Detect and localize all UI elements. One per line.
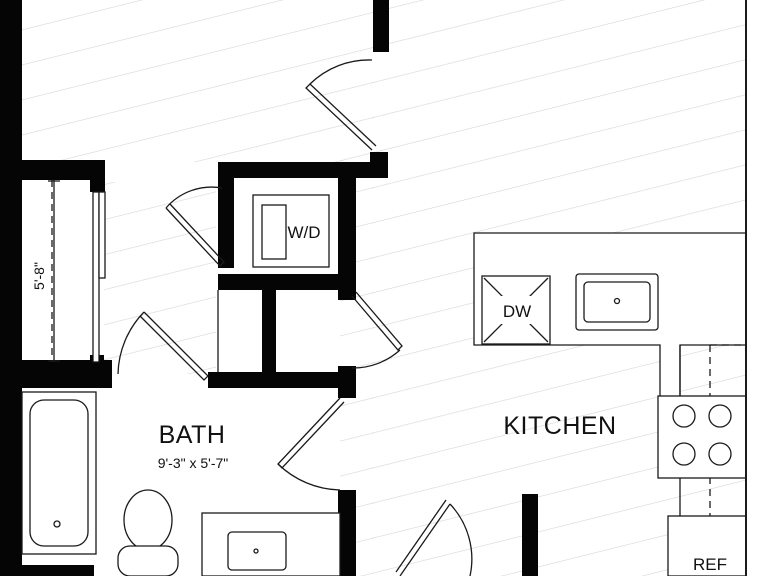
cooktop xyxy=(657,395,747,479)
closet-door-right xyxy=(98,191,106,279)
wall-left-exterior xyxy=(0,0,22,576)
wall-wd-top xyxy=(218,162,388,178)
bath-side-door[interactable] xyxy=(277,397,345,491)
wall-closet-top-stub xyxy=(90,160,105,192)
closet: 5'-8" xyxy=(31,180,106,363)
dishwasher-label: DW xyxy=(503,302,531,321)
washer-dryer-closet: W/D xyxy=(165,186,330,268)
wall-linen-divider xyxy=(262,280,276,376)
wall-wd-right xyxy=(338,162,356,300)
kitchen-room-label: KITCHEN xyxy=(503,412,616,440)
walls xyxy=(0,0,538,576)
wd-door-swing xyxy=(165,186,223,209)
kitchen-island: DW xyxy=(473,232,747,401)
washer-dryer-label: W/D xyxy=(287,223,320,242)
entry-door[interactable] xyxy=(305,59,377,151)
wall-bath-right xyxy=(338,490,356,576)
wall-top-stub xyxy=(373,0,389,52)
bath-door[interactable] xyxy=(117,311,209,381)
bath-dimensions-label: 9'-3" x 5'-7" xyxy=(158,455,229,471)
closet-dimension-label: 5'-8" xyxy=(31,262,47,290)
burner-1 xyxy=(672,404,696,428)
bath-room-label: BATH xyxy=(159,421,226,449)
range-area: REF xyxy=(657,344,747,576)
burner-3 xyxy=(672,442,696,466)
burner-4 xyxy=(708,442,732,466)
wall-closet-top xyxy=(0,160,105,180)
closet-door-left xyxy=(92,191,100,363)
wall-closet-bottom-stub xyxy=(90,355,104,387)
hall-closet-doors[interactable] xyxy=(217,290,403,372)
refrigerator-label: REF xyxy=(693,555,727,574)
bathtub-basin xyxy=(29,399,89,547)
burner-2 xyxy=(708,404,732,428)
kitchen-door[interactable] xyxy=(395,499,473,576)
wall-kitchen-stub xyxy=(522,494,538,576)
wall-wd-left xyxy=(218,162,234,268)
bath-fixtures xyxy=(21,391,341,576)
bathtub-drain xyxy=(53,520,61,528)
wall-wd-bottom xyxy=(218,274,356,290)
wall-bath-bottom-left xyxy=(22,565,94,576)
wall-bath-top xyxy=(208,372,356,388)
wall-bath-top-stub xyxy=(338,366,356,398)
toilet-bowl xyxy=(123,489,173,551)
toilet-tank xyxy=(117,545,179,576)
